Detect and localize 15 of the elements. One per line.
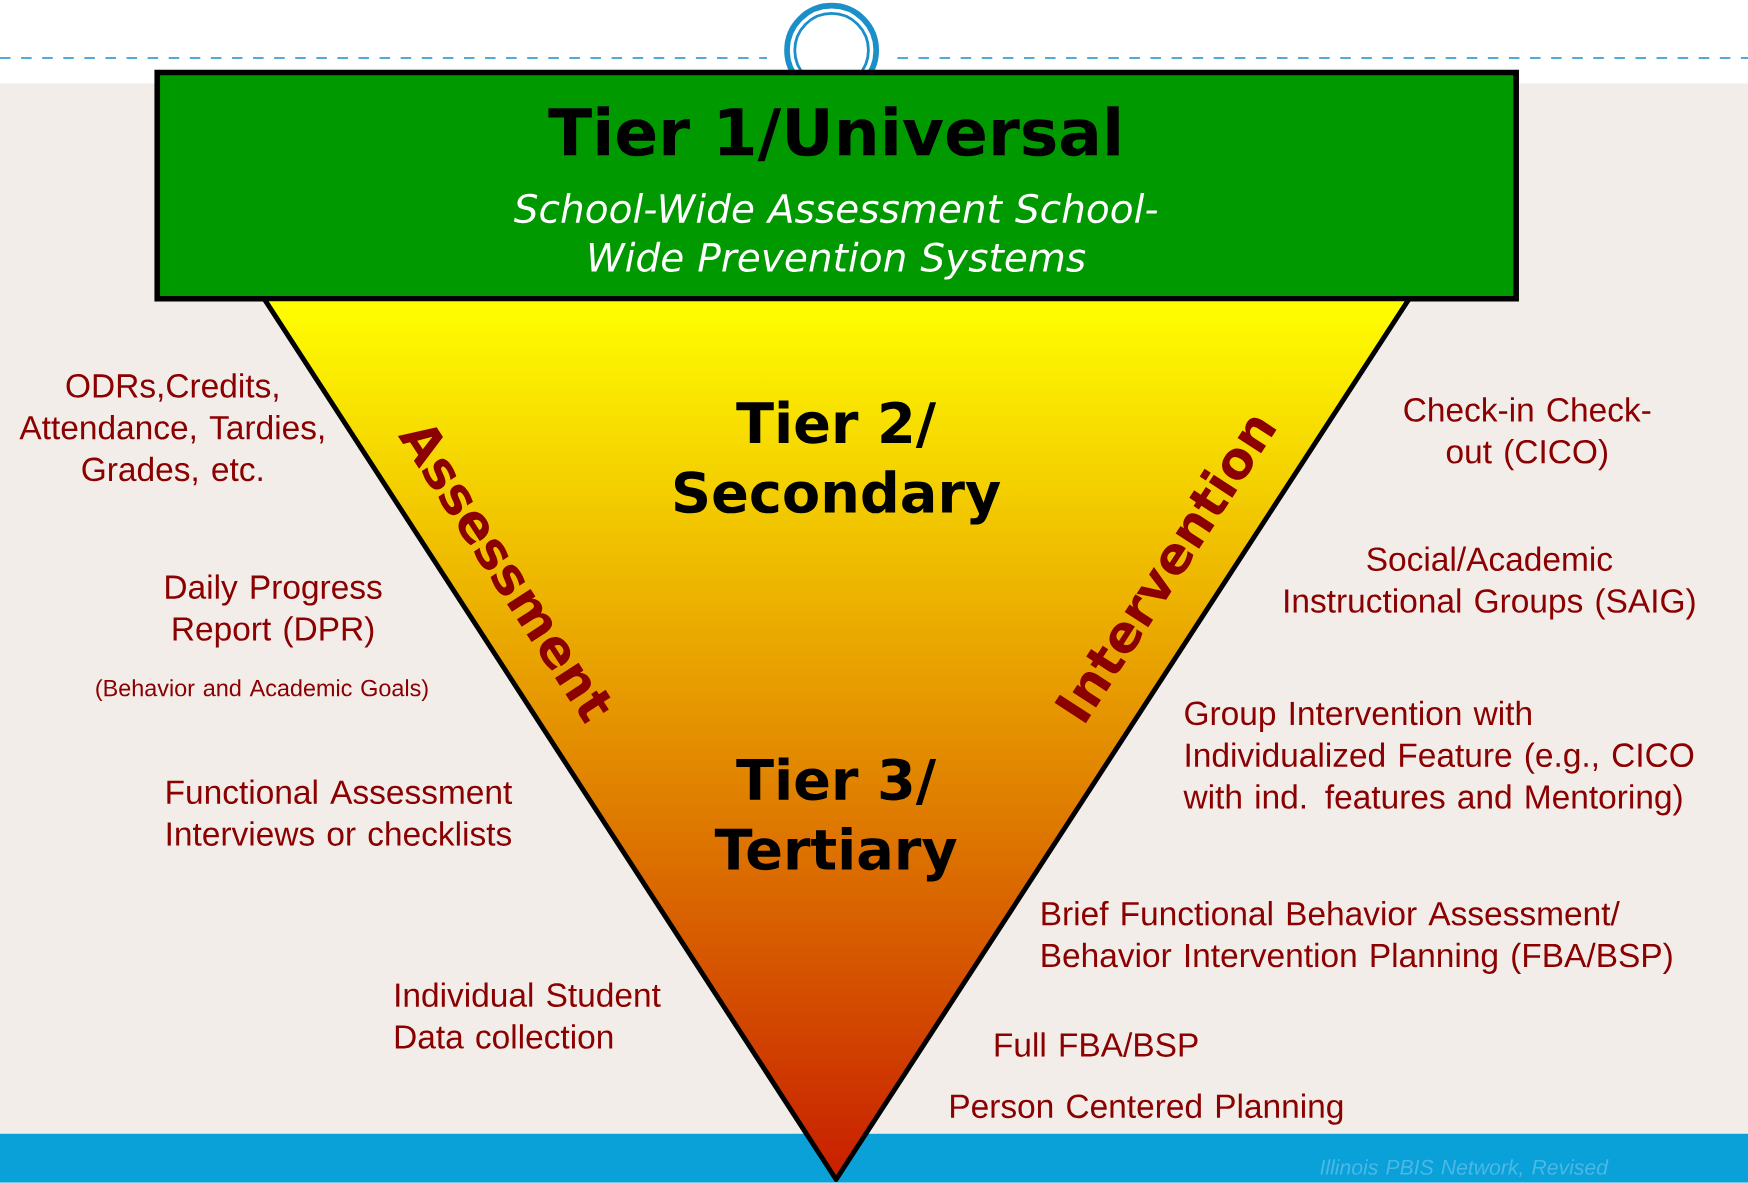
note-text: Brief Functional Behavior Assessment/ Behavior Intervention Planning (FBA/BSP): [1042, 901, 1672, 975]
tier-box: [154, 69, 1519, 302]
tier-heading: Tier 1/Universal: [548, 106, 1119, 162]
note-text: Social/Academic Instructional Groups (SAIG): [1285, 546, 1695, 620]
note-text: Check-in Check-out (CICO): [1404, 397, 1651, 471]
note-text: Full FBA/BSP: [995, 1032, 1198, 1057]
note-text: Individual Student Data collection: [395, 982, 661, 1049]
tier-heading: Tier 2/ Secondary: [674, 400, 1001, 525]
note-text: Person Centered Planning: [951, 1093, 1343, 1125]
source-note: Illinois PBIS Network, Revised: [1320, 1159, 1609, 1178]
note-text: ODRs,Credits, Attendance, Tardies, Grades, etc.: [19, 373, 324, 486]
note-text: Daily Progress Report (DPR): [166, 574, 382, 648]
tier-description: School-Wide Assessment School-Wide Prevention Systems: [513, 193, 1158, 280]
tier-heading: Tier 3/ Tertiary: [714, 757, 957, 882]
note-text: Functional Assessment Interviews or checklists: [167, 779, 513, 846]
